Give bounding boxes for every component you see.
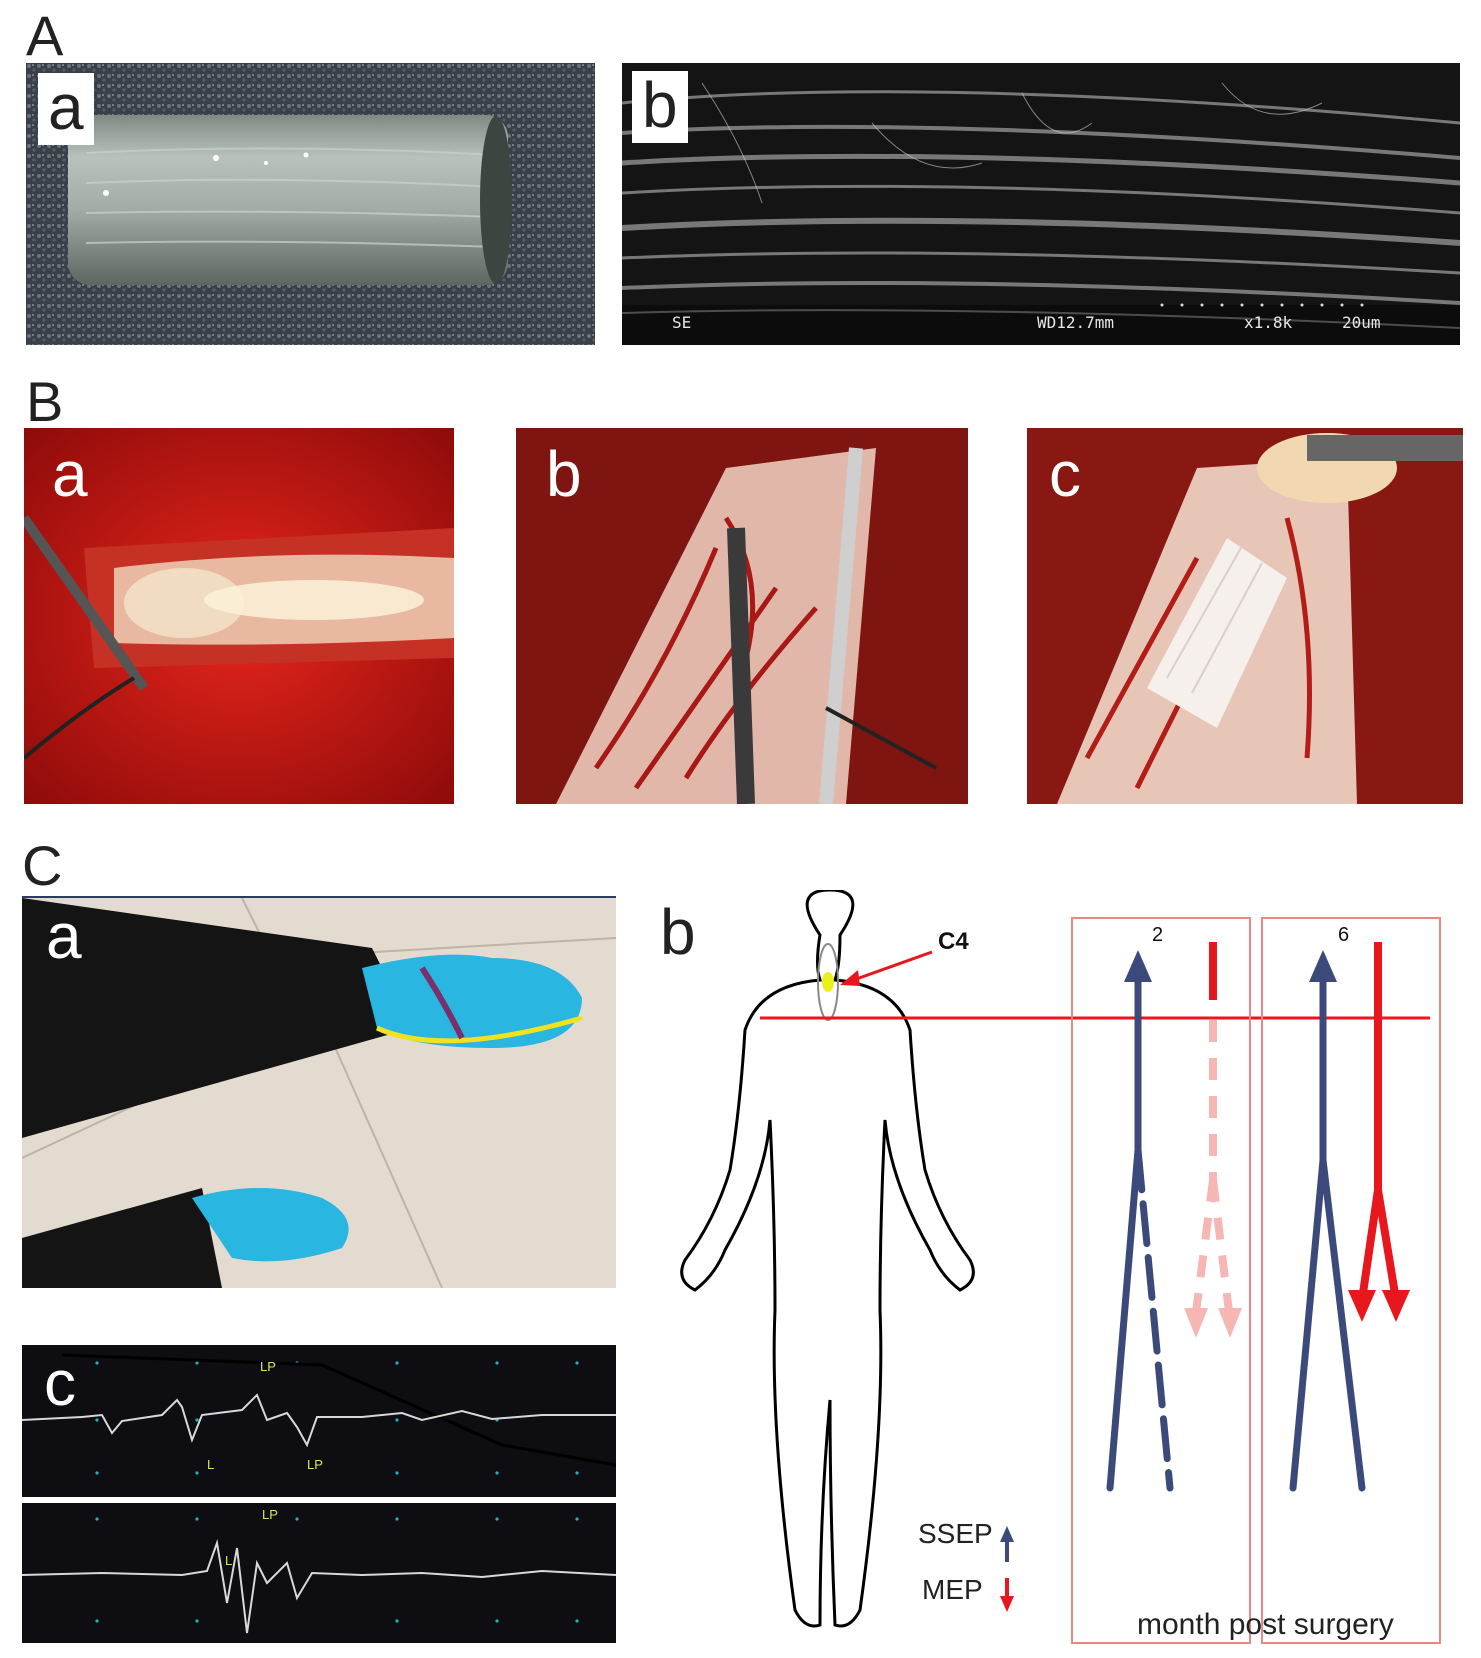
lesion-marker [822, 972, 834, 992]
sem-magnification: x1.8k [1244, 313, 1293, 332]
ssep-6-right [1319, 1156, 1366, 1492]
surgery-photo-b: b [516, 428, 968, 804]
spinal-cord-oval [817, 943, 839, 1021]
ssep-2-right-dashed [1134, 1146, 1174, 1492]
schematic-diagram: b C4 2 6 SSEP MEP month post surgery [640, 888, 1460, 1653]
ssep-2-arrowhead [1124, 950, 1152, 982]
mep-6-arrowhead-left [1348, 1290, 1376, 1322]
sem-mode: SE [672, 313, 692, 332]
surgery-image-c [1027, 428, 1463, 804]
eeg-trace-bottom: L LP [22, 1503, 616, 1643]
section-label-b: B [26, 370, 64, 433]
mep-2-arrowhead-left [1184, 1308, 1208, 1338]
panel-label-b-a: a [52, 438, 88, 510]
walking-photo: a [22, 896, 616, 1288]
legend-mep-arrowhead [1000, 1596, 1014, 1612]
sem-fibers [622, 63, 1460, 345]
panel-label-a-b: b [632, 71, 688, 143]
mep-6-left-branch [1358, 1189, 1382, 1301]
month-6-label: 6 [1338, 924, 1350, 946]
eeg-trace-top: c LP L LP [22, 1345, 616, 1497]
c4-pointer-arrow [847, 950, 933, 984]
eeg-marker-4: L [225, 1553, 233, 1568]
walking-image [22, 898, 616, 1288]
scaffold-photo-image [26, 63, 595, 345]
surgery-image-b [516, 428, 968, 804]
ssep-6-left [1289, 1156, 1327, 1492]
panel-label-c-b: b [660, 896, 696, 968]
legend-ssep-arrowhead [1000, 1526, 1014, 1542]
mep-2-left-branch [1191, 1179, 1217, 1321]
sem-scale: 20um [1342, 313, 1381, 332]
scaffold-photo: a [26, 63, 595, 345]
month-2-label: 2 [1152, 924, 1164, 946]
mep-6-arrowhead-right [1382, 1290, 1410, 1322]
ssep-6-arrowhead [1309, 950, 1337, 982]
panel-label-b-c: c [1049, 438, 1081, 510]
mep-6-right-branch [1374, 1189, 1400, 1301]
sem-image: b SE WD12.7mm x1.8k 20um [622, 63, 1460, 345]
surgery-photo-c: c [1027, 428, 1463, 804]
surgery-image-a [24, 428, 454, 804]
section-label-a: A [26, 4, 64, 67]
section-label-c: C [22, 834, 63, 897]
mep-2-arrowhead-right [1218, 1308, 1242, 1338]
legend-ssep-label: SSEP [918, 1518, 993, 1549]
ssep-2-left [1106, 1146, 1142, 1492]
panel-label-c-a: a [46, 900, 82, 972]
schematic-svg [680, 888, 1441, 1644]
x-axis-label: month post surgery [1137, 1608, 1394, 1641]
legend-mep-label: MEP [922, 1574, 983, 1605]
eeg-marker-2: L [207, 1457, 215, 1472]
sem-working-distance: WD12.7mm [1037, 313, 1115, 332]
eeg-marker-3: LP [307, 1457, 323, 1472]
c4-pointer-arrowhead [840, 970, 860, 986]
eeg-waveform-bottom [22, 1517, 616, 1634]
eeg-marker-1: LP [260, 1359, 276, 1374]
eeg-waveform-top [22, 1353, 616, 1475]
month-2-box [1071, 917, 1251, 1644]
level-label: C4 [938, 928, 969, 955]
body-outline [680, 888, 975, 1628]
panel-label-a-a: a [38, 73, 94, 145]
eeg-marker-5: LP [262, 1507, 278, 1522]
surgery-photo-a: a [24, 428, 454, 804]
panel-label-b-b: b [546, 438, 582, 510]
panel-label-c-c: c [44, 1347, 76, 1419]
month-6-box [1261, 917, 1441, 1644]
mep-2-right-branch [1209, 1179, 1234, 1321]
